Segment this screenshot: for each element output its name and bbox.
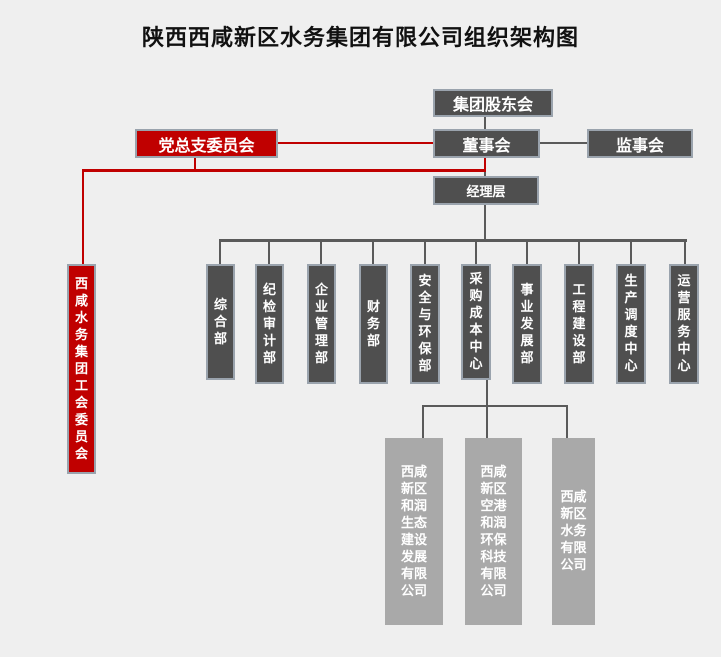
chart-title: 陕西西咸新区水务集团有限公司组织架构图 [141,26,579,51]
drop-dept-7 [526,239,528,265]
subsidiary-airport-herun-environmental: 西咸新区空港和润环保科技有限公司 [465,438,522,625]
drop-dept-1 [219,239,221,265]
subsidiary-xixian-water: 西咸新区水务有限公司 [552,438,595,625]
dept-discipline-audit: 纪检审计部 [255,264,284,384]
connector-party-down [194,157,196,171]
dept-general-office: 综合部 [206,264,235,380]
connector-board-supervisors [540,142,587,144]
subsidiary-herun-ecological: 西咸新区和润生态建设发展有限公司 [385,438,443,625]
drop-sub-1 [422,405,424,439]
drop-dept-4 [372,239,374,265]
dept-business-development: 事业发展部 [512,264,542,384]
connector-party-union [82,169,84,265]
dept-safety-environment: 安全与环保部 [410,264,440,384]
dept-engineering-construction: 工程建设部 [564,264,594,384]
connector-party-branch [82,169,486,172]
drop-dept-8 [578,239,580,265]
dept-enterprise-management: 企业管理部 [307,264,336,384]
drop-dept-9 [630,239,632,265]
drop-sub-3 [566,405,568,439]
board-of-supervisors-box: 监事会 [587,129,693,158]
trade-union-box: 西咸水务集团工会委员会 [67,264,96,474]
drop-sub-2 [486,405,488,439]
board-of-directors-box: 董事会 [433,129,540,158]
connector-management-branch [484,157,486,171]
shareholders-meeting-box: 集团股东会 [433,89,553,117]
department-bus [219,239,687,242]
drop-dept-10 [684,239,686,265]
management-box: 经理层 [433,176,539,205]
connector-procurement-subsidiaries [486,380,488,407]
connector-shareholders-board [484,115,486,133]
connector-party-board [278,142,434,144]
dept-operations-service-center: 运营服务中心 [669,264,699,384]
drop-dept-3 [320,239,322,265]
party-committee-box: 党总支委员会 [135,129,278,158]
dept-finance: 财务部 [359,264,388,384]
drop-dept-2 [268,239,270,265]
dept-production-dispatch-center: 生产调度中心 [616,264,646,384]
subsidiary-bus [422,405,568,407]
dept-procurement-cost-center: 采购成本中心 [461,264,491,380]
connector-management-departments [484,204,486,240]
drop-dept-6 [475,239,477,265]
drop-dept-5 [424,239,426,265]
